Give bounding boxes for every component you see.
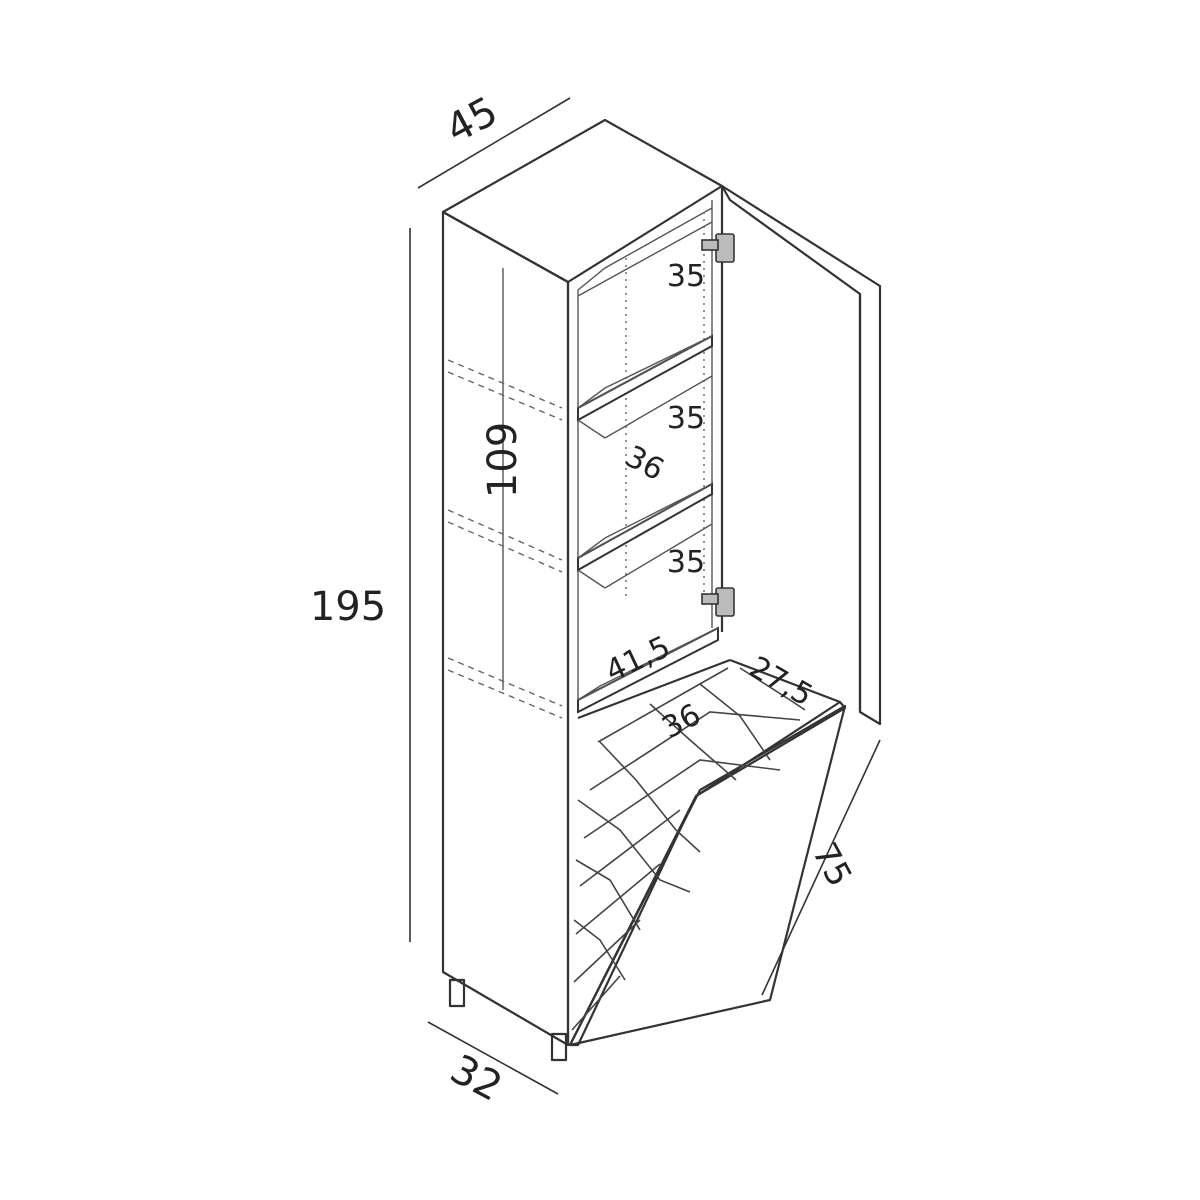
shelf-2-side <box>577 569 606 589</box>
shelf-1-side <box>577 419 606 439</box>
dim-line-depth-bottom <box>427 1021 559 1095</box>
grid-d2 <box>577 799 691 893</box>
side-marker-3b <box>447 669 563 719</box>
side-marker-1b <box>447 371 563 421</box>
label-depth-bottom: 32 <box>443 1046 510 1111</box>
grid-h3 <box>583 759 781 839</box>
label-shelf-depth: 36 <box>619 439 669 488</box>
shelf-1-top <box>577 335 713 409</box>
upper-door <box>720 184 882 726</box>
hamper-rim <box>577 658 731 720</box>
shelves <box>577 221 719 714</box>
cabinet-top <box>441 118 724 284</box>
label-inner-height: 109 <box>480 422 526 498</box>
inner-top-recess <box>577 207 713 291</box>
label-shelf-spacing-2: 35 <box>667 401 705 436</box>
grid-h4 <box>579 809 681 887</box>
grid-h2 <box>589 711 801 791</box>
grid-d3 <box>575 859 641 931</box>
hamper-wire-grid <box>571 667 806 1031</box>
shelf-2-top <box>577 483 713 559</box>
grid-d1 <box>599 741 701 853</box>
laundry-hamper <box>568 658 847 1047</box>
label-hamper-depth: 27,5 <box>743 650 818 714</box>
foot-front <box>550 1032 568 1062</box>
dimension-labels: 45 195 109 32 35 35 35 36 41,5 27,5 36 7… <box>310 88 860 1111</box>
inner-back-top <box>577 221 713 297</box>
grid-d5 <box>649 703 737 781</box>
side-marker-2a <box>447 509 563 561</box>
hamper-rim-side <box>729 658 841 704</box>
grid-d4 <box>573 919 626 981</box>
foot-left <box>448 978 466 1008</box>
grid-h5 <box>575 863 661 935</box>
shelf-2-back <box>604 523 713 589</box>
grid-d6 <box>699 683 771 761</box>
dimension-lines <box>409 97 881 1095</box>
grid-d7 <box>739 667 806 711</box>
shelf-1-back <box>604 375 713 439</box>
side-marker-1a <box>447 359 563 409</box>
hamper-flap <box>568 704 847 1047</box>
door-panel <box>720 184 882 726</box>
hinge-bottom-icon <box>701 587 735 617</box>
label-total-height: 195 <box>310 584 386 630</box>
side-marker-3a <box>447 657 563 707</box>
shelf-hole-rows <box>625 212 705 600</box>
label-shelf-spacing-1: 35 <box>667 259 705 294</box>
grid-h7 <box>571 975 621 1031</box>
hinges <box>701 233 735 617</box>
grid-h1 <box>597 667 729 743</box>
side-marker-2b <box>447 521 563 573</box>
side-shelf-markers <box>447 359 563 719</box>
dim-line-width-top <box>417 97 571 189</box>
label-shelf-spacing-3: 35 <box>667 545 705 580</box>
hinge-top-icon <box>701 233 735 263</box>
cabinet-side-panel <box>441 210 570 1047</box>
shelf-3-top <box>577 627 719 701</box>
